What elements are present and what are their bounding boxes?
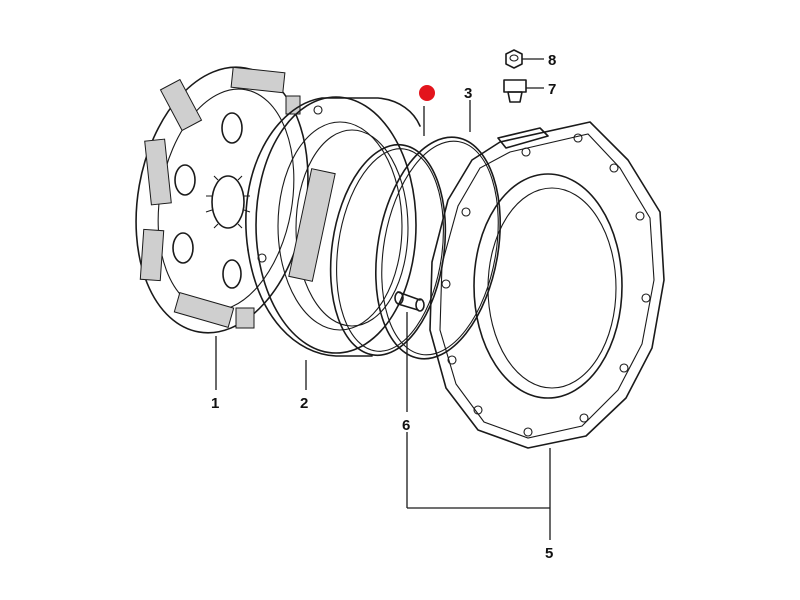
part-7-fitting[interactable] (503, 79, 527, 103)
cover-bolt-holes (441, 133, 651, 437)
callout-3: 3 (464, 85, 472, 102)
callout-1: 1 (211, 395, 219, 412)
callout-7: 7 (548, 81, 556, 98)
red-marker-dot (419, 85, 435, 101)
callout-6: 6 (402, 417, 410, 434)
disc-splined-hub (205, 175, 251, 229)
part-1-friction-disc[interactable] (116, 53, 328, 346)
callout-2: 2 (300, 395, 308, 412)
part-6-dowel-pin[interactable] (394, 291, 425, 312)
callout-labels: 1 2 3 5 6 7 8 (211, 52, 556, 562)
callout-5: 5 (545, 545, 553, 562)
part-3-seal-ring[interactable] (359, 127, 516, 368)
part-5-cover-housing[interactable] (429, 121, 665, 449)
leader-lines (215, 58, 551, 540)
o-ring[interactable] (318, 137, 458, 363)
plate-lining (288, 168, 336, 282)
part-8-nut[interactable] (505, 49, 523, 69)
friction-pads (139, 66, 301, 329)
part-2-pressure-plate[interactable] (245, 96, 421, 357)
callout-8: 8 (548, 52, 556, 69)
disc-holes (172, 112, 243, 289)
